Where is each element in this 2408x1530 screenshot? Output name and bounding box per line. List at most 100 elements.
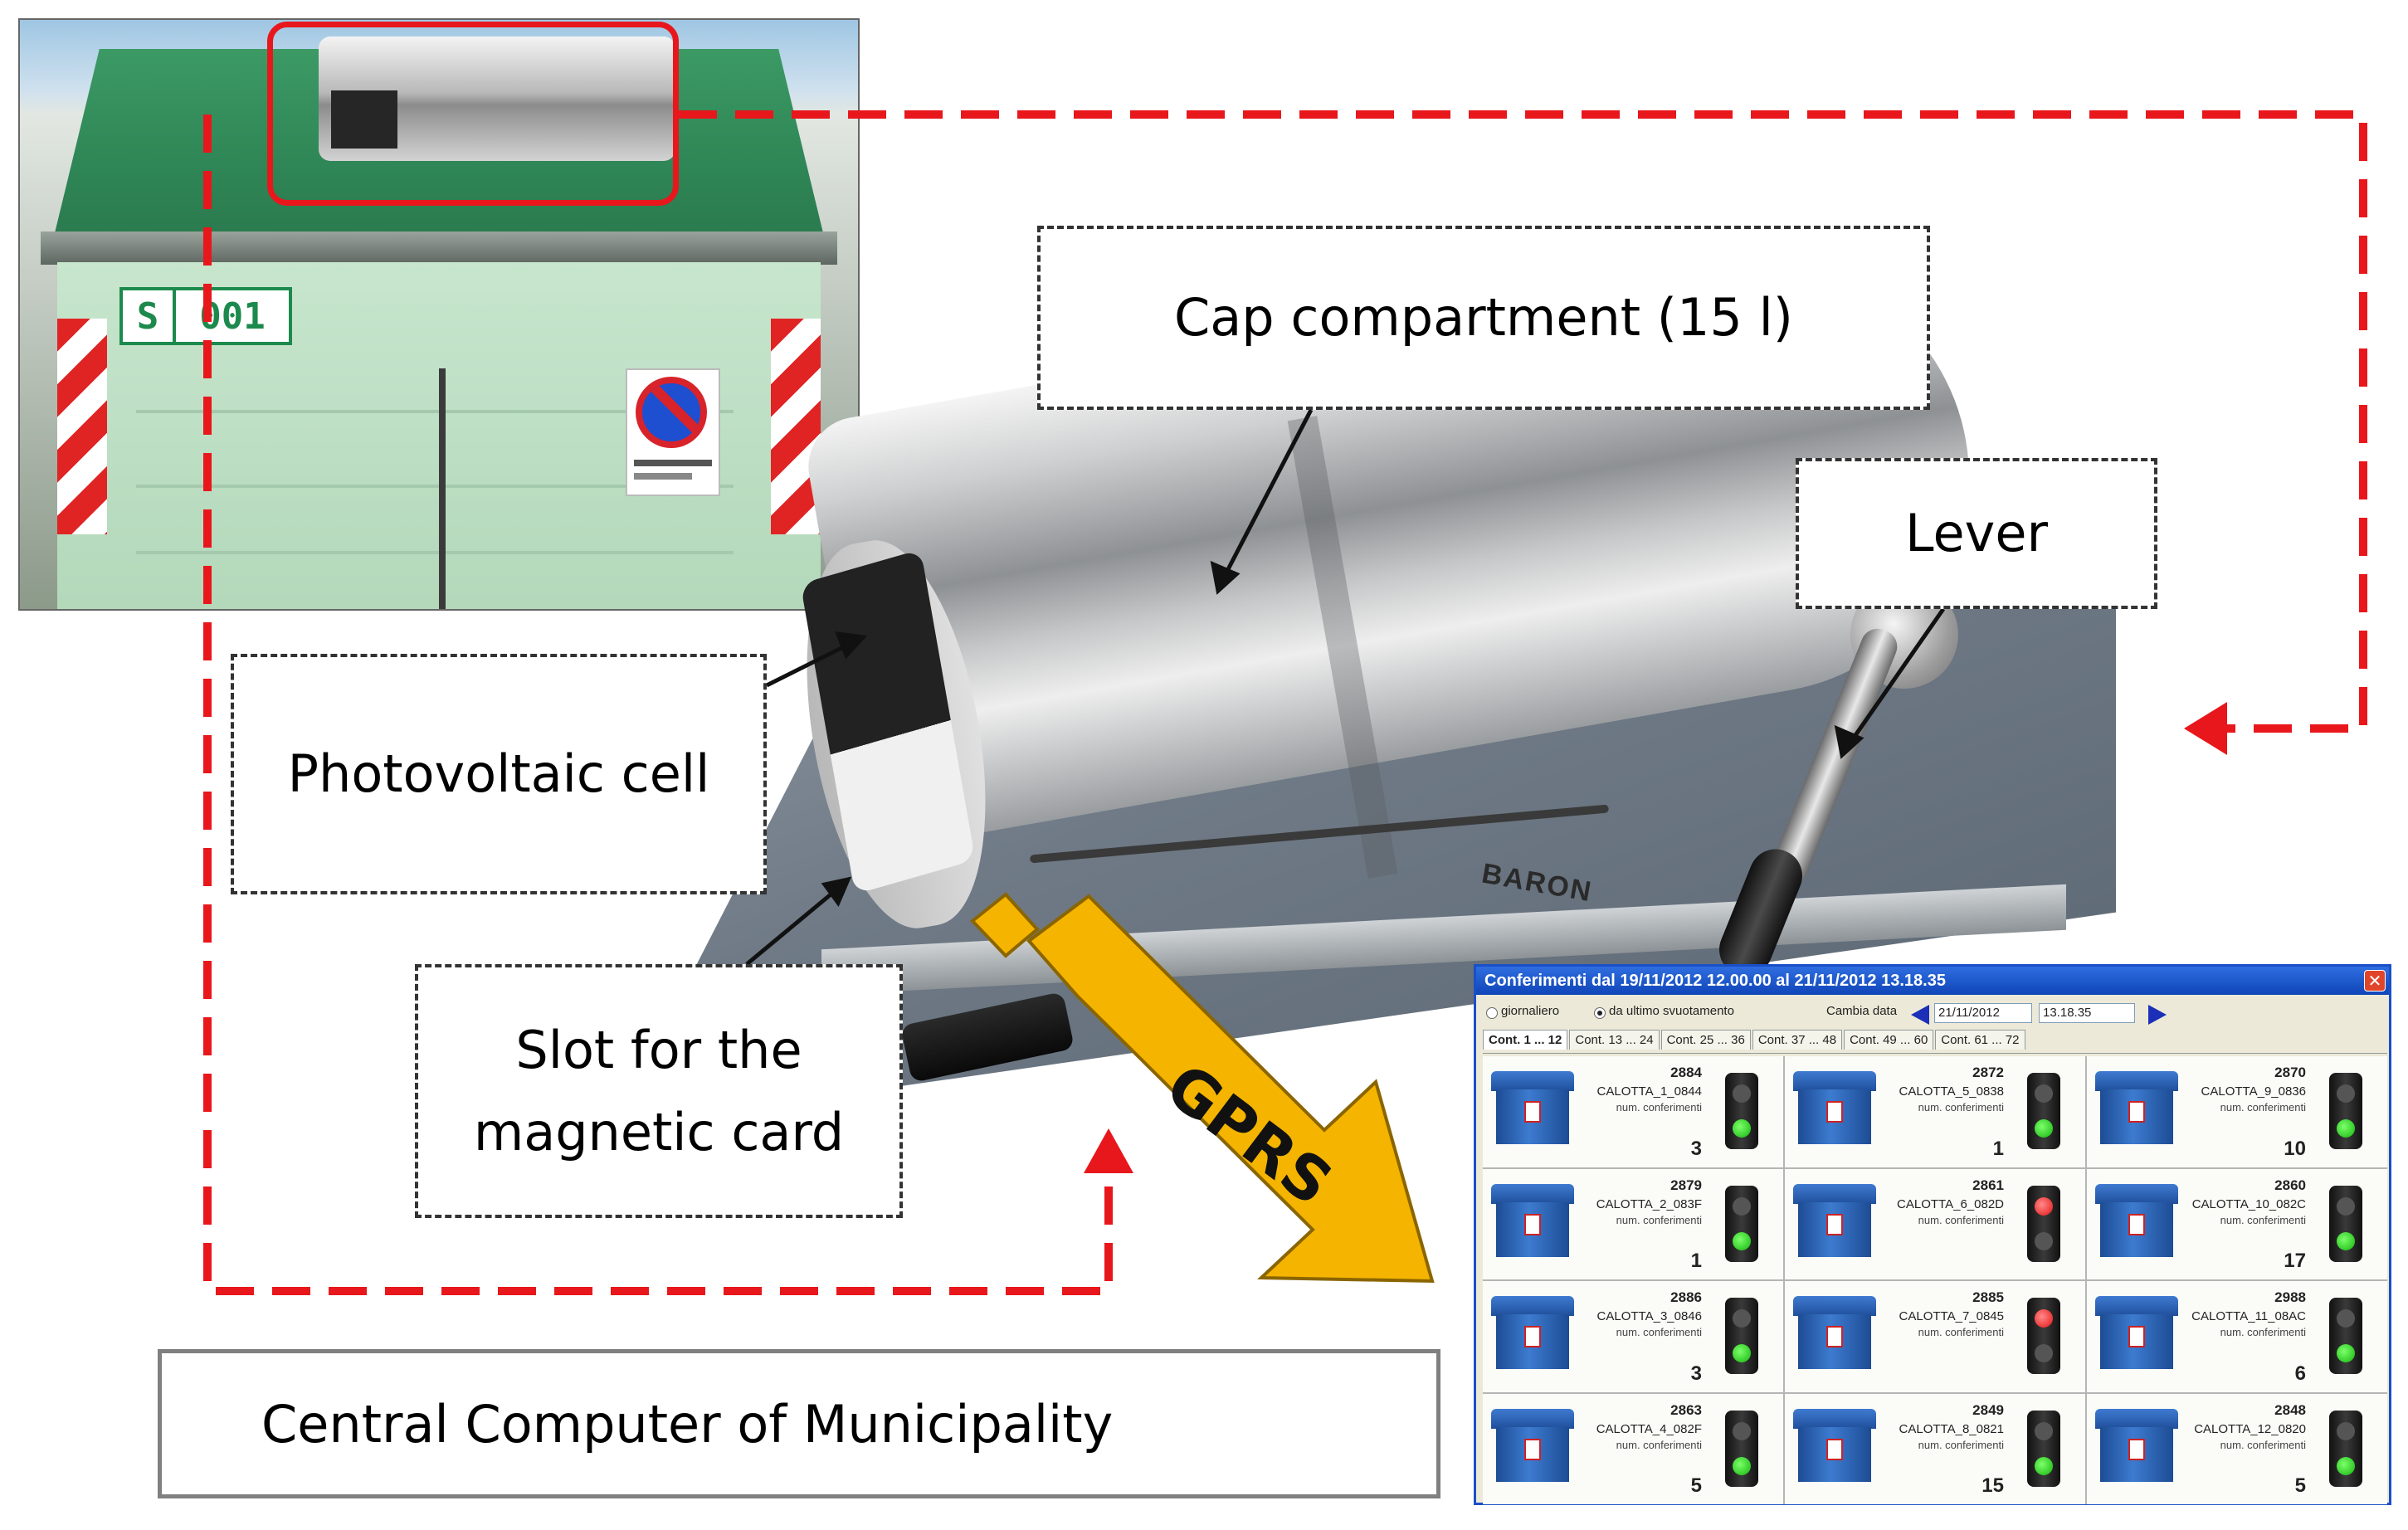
container-deliveries: 5 [1690, 1474, 1702, 1497]
traffic-light-icon [1725, 1185, 1758, 1262]
traffic-light-icon [1725, 1073, 1758, 1149]
next-date-arrow-icon[interactable] [2148, 1005, 2167, 1025]
container-id: 2884 [1670, 1065, 1702, 1080]
container-sub-label: num. conferimenti [1616, 1326, 1702, 1338]
container-deliveries: 10 [2284, 1137, 2306, 1160]
container-deliveries: 1 [1992, 1137, 2004, 1160]
container-id: 2863 [1670, 1401, 1702, 1418]
dumpster-icon [2095, 1408, 2178, 1482]
bin-slat [136, 485, 734, 488]
traffic-light-icon [1725, 1410, 1758, 1487]
radio-since-emptying[interactable] [1594, 1007, 1606, 1019]
prev-date-arrow-icon[interactable] [1911, 1005, 1929, 1025]
container-name: CALOTTA_6_082D [1897, 1196, 2004, 1211]
callout-lever-text: Lever [1905, 503, 2048, 564]
callout-slot-line2: magnetic card [473, 1102, 845, 1162]
container-sub-label: num. conferimenti [1918, 1438, 2004, 1451]
tab-containers-6[interactable]: Cont. 61 ... 72 [1935, 1030, 2025, 1050]
container-id: 2988 [2274, 1289, 2306, 1305]
warning-stripes-left [57, 319, 107, 534]
container-sub-label: num. conferimenti [1918, 1213, 2004, 1226]
dumpster-icon [2095, 1071, 2178, 1144]
traffic-light-icon [2027, 1410, 2060, 1487]
central-computer-label: Central Computer of Municipality [261, 1393, 1114, 1454]
container-name: CALOTTA_9_0836 [2201, 1084, 2306, 1099]
device-highlight-box [267, 22, 679, 206]
callout-photovoltaic-cell: Photovoltaic cell [231, 654, 767, 894]
dumpster-icon [1491, 1296, 1574, 1369]
container-id: 2848 [2274, 1401, 2306, 1418]
traffic-light-icon [2027, 1185, 2060, 1262]
tab-containers-3[interactable]: Cont. 25 ... 36 [1660, 1030, 1751, 1050]
date-picker[interactable]: 21/11/2012 [1934, 1003, 2032, 1023]
container-id: 2886 [1670, 1289, 1702, 1305]
gprs-arrow: GPRS [970, 892, 1435, 1284]
no-parking-sign-icon [626, 368, 720, 496]
window-controls: giornaliero da ultimo svuotamento Cambia… [1486, 1001, 2382, 1026]
container-name: CALOTTA_3_0846 [1596, 1309, 1702, 1323]
window-title: Conferimenti dal 19/11/2012 12.00.00 al … [1484, 971, 1946, 990]
tab-containers-2[interactable]: Cont. 13 ... 24 [1569, 1030, 1660, 1050]
dashed-data-link [203, 110, 2367, 1295]
tab-containers-4[interactable]: Cont. 37 ... 48 [1752, 1030, 1843, 1050]
dashed-arrowhead-up-icon [1084, 1128, 1133, 1173]
container-name: CALOTTA_1_0844 [1596, 1084, 1702, 1099]
radio-daily[interactable] [1486, 1007, 1498, 1019]
container-id: 2860 [2274, 1177, 2306, 1193]
device-plate [331, 90, 397, 149]
dumpster-icon [1793, 1183, 1876, 1257]
radio-daily-label: giornaliero [1501, 1004, 1560, 1018]
container-id: 2879 [1670, 1177, 1702, 1193]
bin-slat [136, 551, 734, 554]
container-name: CALOTTA_12_0820 [2194, 1421, 2306, 1436]
bin-rim [41, 231, 837, 265]
container-id: 2849 [1972, 1401, 2004, 1418]
container-name: CALOTTA_10_082C [2191, 1196, 2306, 1211]
traffic-light-icon [2329, 1298, 2362, 1374]
container-id: 2885 [1972, 1289, 2004, 1305]
dumpster-icon [1793, 1408, 1876, 1482]
container-deliveries: 3 [1690, 1362, 1702, 1385]
callout-slot-line1: Slot for the [515, 1019, 802, 1080]
window-titlebar: Conferimenti dal 19/11/2012 12.00.00 al … [1476, 967, 2389, 995]
traffic-light-icon [2329, 1073, 2362, 1149]
traffic-light-icon [2027, 1073, 2060, 1149]
tab-containers-1[interactable]: Cont. 1 ... 12 [1483, 1030, 1568, 1050]
close-icon[interactable]: ✕ [2364, 970, 2386, 992]
container-id: 2870 [2274, 1065, 2306, 1080]
container-name: CALOTTA_8_0821 [1899, 1421, 2004, 1436]
container-sub-label: num. conferimenti [1616, 1438, 1702, 1451]
dumpster-icon [2095, 1296, 2178, 1369]
dumpster-icon [2095, 1183, 2178, 1257]
bin-slat [136, 410, 734, 413]
container-sub-label: num. conferimenti [2220, 1438, 2306, 1451]
container-name: CALOTTA_5_0838 [1899, 1084, 2004, 1099]
dumpster-icon [1793, 1296, 1876, 1369]
dashed-arrowhead-right-icon [2184, 702, 2227, 755]
dumpster-icon [1491, 1408, 1574, 1482]
pointer-lines [745, 408, 1946, 966]
container-sub-label: num. conferimenti [1918, 1326, 2004, 1338]
container-deliveries: 17 [2284, 1250, 2306, 1272]
container-id: 2872 [1972, 1065, 2004, 1080]
central-computer-banner: Central Computer of Municipality [158, 1349, 1440, 1498]
time-picker[interactable]: 13.18.35 [2039, 1003, 2135, 1023]
traffic-light-icon [1725, 1298, 1758, 1374]
tab-containers-5[interactable]: Cont. 49 ... 60 [1844, 1030, 1934, 1050]
container-id: 2861 [1972, 1177, 2004, 1193]
container-sub-label: num. conferimenti [2220, 1326, 2306, 1338]
